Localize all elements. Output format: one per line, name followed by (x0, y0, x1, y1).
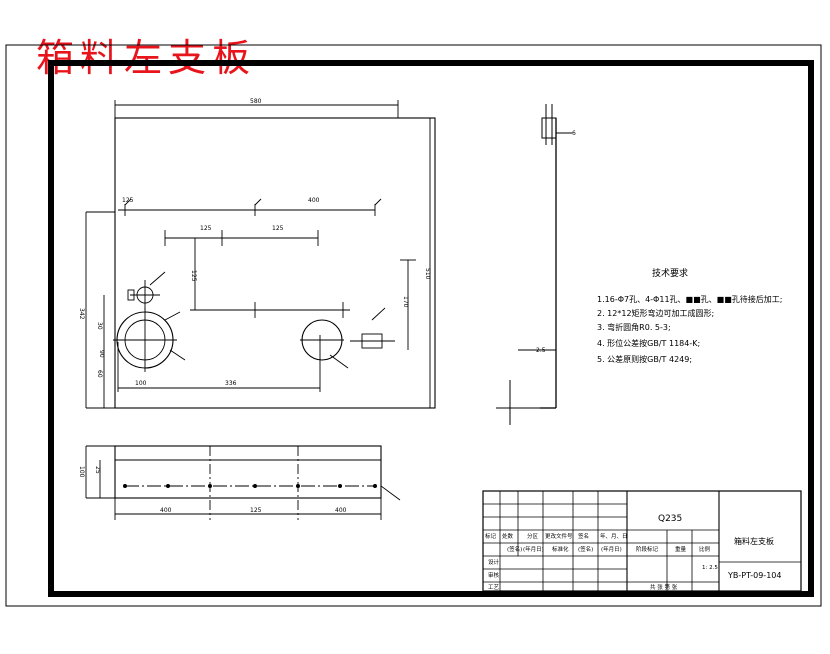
dim-bottom-left: 100 (135, 380, 147, 387)
tb-sub-4: (年月日) (601, 545, 622, 553)
dim-row2-b: 125 (272, 225, 284, 232)
tb-header-4: 签名 (578, 532, 589, 540)
title-block-lines (482, 490, 802, 592)
tb-header-2: 分区 (527, 532, 539, 540)
bottom-dim-seg-1: 400 (160, 507, 172, 514)
front-view (85, 100, 436, 409)
tb-row-2: 工艺 (488, 584, 500, 591)
drawing-title-overlay: 箱料左支板 (36, 36, 257, 80)
tb-row-0: 设计 (488, 558, 500, 566)
outer-frame (5, 44, 822, 607)
tb-sub-0: (签名) (507, 545, 522, 553)
tech-req-item-4: 4. 形位公差按GB/T 1184-K; (597, 338, 700, 348)
tb-weight-label: 重量 (675, 545, 687, 553)
dim-right-inner: 170 (402, 296, 409, 308)
dim-vert-low: 90 (98, 350, 105, 358)
dim-row2-a: 125 (200, 225, 212, 232)
bottom-view (85, 445, 401, 520)
tech-req-item-2: 2. 12*12矩形弯边可加工成圆形; (597, 308, 714, 318)
bottom-dim-seg-3: 400 (335, 507, 347, 514)
inner-frame (48, 60, 814, 597)
bottom-view-dimensions: 100 25 400 125 400 (78, 466, 347, 514)
dim-row1-a: 125 (122, 197, 134, 204)
technical-requirements: 技术要求 1.16-Φ7孔、4-Φ11孔、■■孔、■■孔待接后加工; 2. 12… (597, 267, 782, 364)
tb-sub-2: 标准化 (552, 545, 569, 553)
tech-req-heading: 技术要求 (652, 267, 688, 279)
tb-material: Q235 (658, 514, 682, 524)
tb-header-3: 更改文件号 (545, 532, 573, 540)
tb-header-1: 处数 (502, 532, 514, 540)
bottom-dim-seg-2: 125 (250, 507, 262, 514)
tb-header-5: 年、月、日 (600, 532, 628, 540)
dim-row1-b: 400 (308, 197, 320, 204)
dim-hole-top: 60 (96, 370, 103, 378)
tb-part-name: 箱料左支板 (734, 536, 774, 546)
tb-stage-label: 阶段标记 (636, 545, 659, 553)
dim-bottom-mid: 336 (225, 380, 237, 387)
bottom-dim-left-a: 100 (78, 466, 85, 478)
tb-header-0: 标记 (485, 532, 497, 540)
bottom-view-holes (123, 484, 377, 488)
bottom-dim-left-b: 25 (94, 466, 101, 474)
tb-drawing-number: YB-PT-09-104 (727, 571, 781, 580)
tb-sheet-label: 共 张 第 张 (650, 583, 678, 591)
side-view (496, 104, 572, 425)
side-dim-mid: 2.5 (536, 347, 546, 354)
dim-top: 580 (250, 98, 262, 105)
dim-left-small: 30 (96, 322, 103, 330)
dim-vert-mid: 125 (190, 270, 197, 282)
side-view-dimensions: 6 2.5 (536, 130, 576, 354)
dim-right: 510 (424, 268, 431, 280)
tech-req-item-1: 1.16-Φ7孔、4-Φ11孔、■■孔、■■孔待接后加工; (597, 294, 782, 304)
dim-left: 342 (78, 308, 85, 320)
tech-req-item-5: 5. 公差原则按GB/T 4249; (597, 354, 692, 364)
side-dim-top: 6 (572, 130, 576, 137)
tb-sub-1: (年月日) (523, 545, 544, 553)
tb-sub-3: (签名) (578, 545, 593, 553)
tb-scale-label: 比例 (699, 545, 711, 553)
tb-row-1: 审核 (488, 571, 500, 579)
tech-req-item-3: 3. 弯折圆角R0. 5-3; (597, 322, 671, 332)
tb-scale-value: 1: 2.5 (702, 565, 718, 571)
title-block-text: 标记 处数 分区 更改文件号 签名 年、月、日 (签名) (年月日) 标准化 (… (485, 532, 718, 591)
plate-outline (114, 117, 436, 409)
front-view-dimensions: 580 510 342 30 60 125 400 125 125 125 90… (78, 98, 431, 387)
